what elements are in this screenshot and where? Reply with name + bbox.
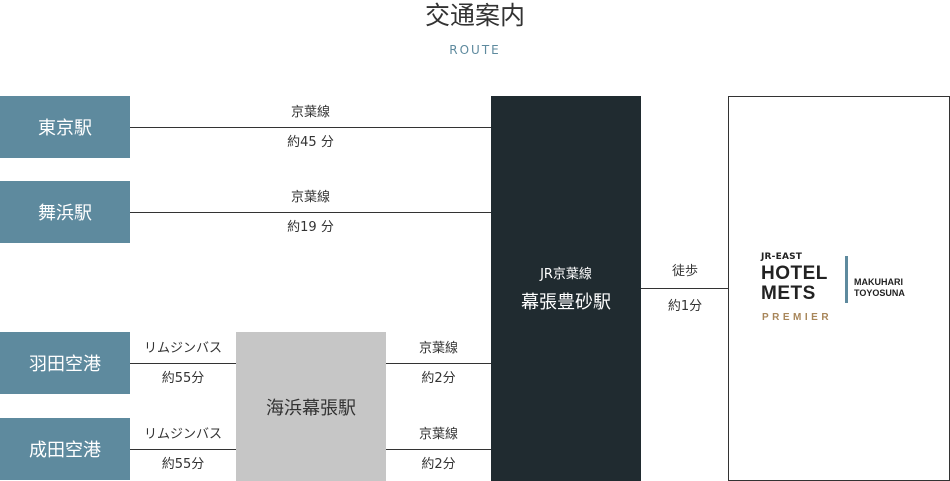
- station-haneda: 羽田空港: [0, 332, 130, 394]
- route-walk-time: 約1分: [667, 299, 703, 314]
- route-line-maihama: [130, 212, 491, 213]
- page-title: 交通案内: [424, 1, 525, 30]
- route-haneda-bus-line: リムジンバス: [143, 341, 222, 356]
- logo-line2: METS: [761, 283, 816, 304]
- destination-station-name: 幕張豊砂駅: [521, 292, 611, 313]
- logo-tagline: PREMIER: [762, 312, 833, 323]
- route-line-haneda-bus: [130, 363, 236, 364]
- station-narita: 成田空港: [0, 418, 130, 480]
- station-maihama: 舞浜駅: [0, 181, 130, 243]
- station-makuhari-toyosuna: JR京葉線 幕張豊砂駅: [491, 96, 641, 481]
- route-narita-train-line: 京葉線: [418, 427, 458, 442]
- hotel-logo: JR-EAST HOTEL METS MAKUHARI TOYOSUNA PRE…: [761, 252, 941, 332]
- logo-sub1: MAKUHARI: [854, 277, 903, 287]
- logo-sub2: TOYOSUNA: [854, 288, 905, 298]
- destination-line-label: JR京葉線: [540, 267, 592, 282]
- route-haneda-train-time: 約2分: [421, 371, 456, 386]
- route-walk-mode: 徒歩: [671, 264, 698, 279]
- station-kaihin-makuhari: 海浜幕張駅: [236, 332, 386, 481]
- route-line-narita-bus: [130, 449, 236, 450]
- hotel-box: JR-EAST HOTEL METS MAKUHARI TOYOSUNA PRE…: [728, 96, 950, 481]
- logo-divider: [845, 256, 848, 303]
- logo-line1: HOTEL: [761, 263, 828, 284]
- route-narita-bus-line: リムジンバス: [143, 427, 222, 442]
- logo-brand: JR-EAST: [761, 252, 803, 262]
- route-line-narita-train: [386, 449, 491, 450]
- route-line-walk: [641, 288, 729, 289]
- station-tokyo: 東京駅: [0, 96, 130, 158]
- route-maihama-line: 京葉線: [290, 190, 330, 205]
- route-haneda-bus-time: 約55分: [161, 371, 205, 386]
- route-tokyo-line: 京葉線: [290, 105, 330, 120]
- page-subtitle: ROUTE: [449, 43, 501, 57]
- route-haneda-train-line: 京葉線: [418, 341, 458, 356]
- route-narita-train-time: 約2分: [421, 457, 456, 472]
- route-narita-bus-time: 約55分: [161, 457, 205, 472]
- route-line-haneda-train: [386, 363, 491, 364]
- route-line-tokyo: [130, 127, 491, 128]
- route-maihama-time: 約19 分: [287, 220, 334, 235]
- route-tokyo-time: 約45 分: [287, 135, 334, 150]
